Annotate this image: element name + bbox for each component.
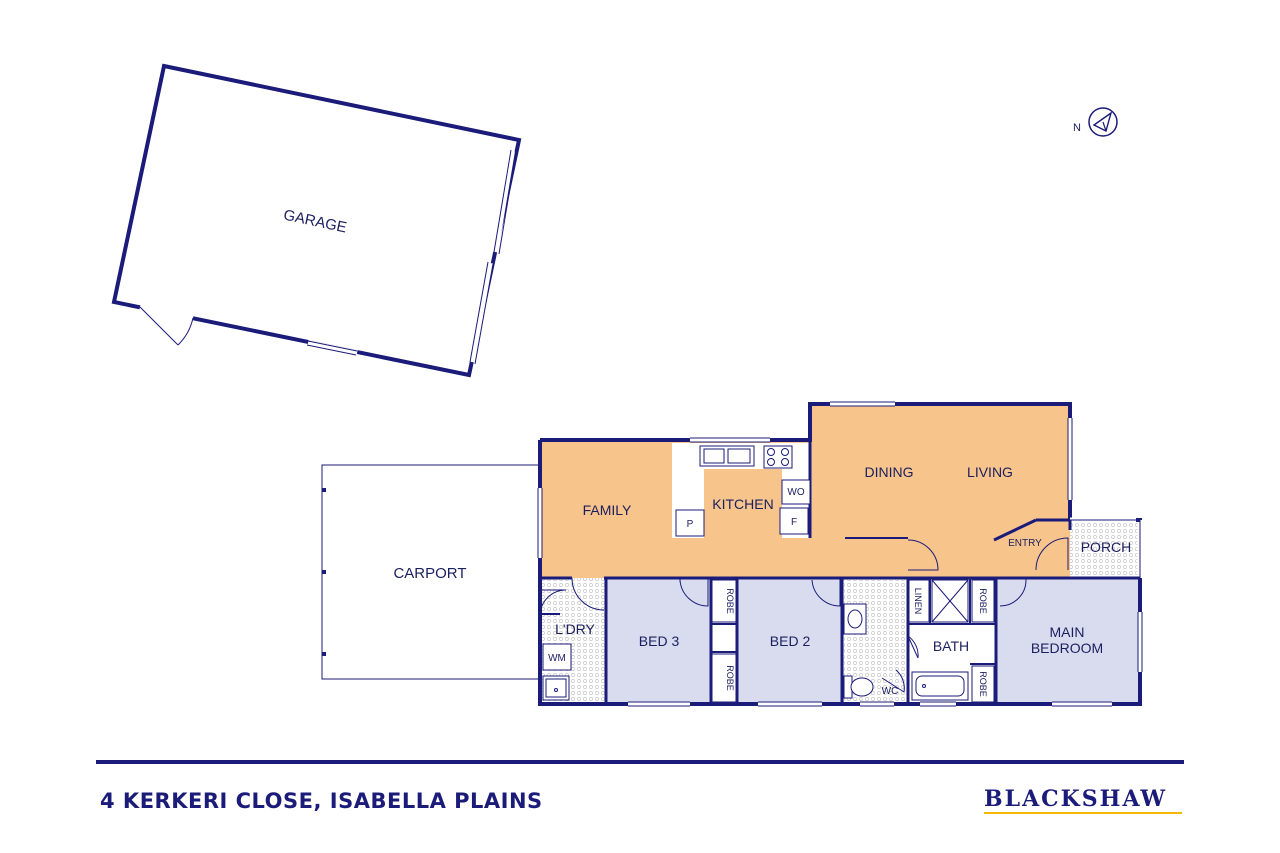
carport-label: CARPORT: [393, 565, 466, 582]
dining-label: DINING: [865, 464, 914, 480]
bed2-label: BED 2: [770, 633, 811, 649]
pantry-label: P: [687, 519, 694, 530]
bed2-fill: [737, 578, 842, 704]
robe-bed3-icon: [711, 579, 737, 623]
robe-bed3-label: ROBE: [725, 588, 735, 614]
entry-label: ENTRY: [1008, 538, 1042, 549]
compass-north-label: N: [1073, 122, 1081, 134]
north-compass: N: [1073, 107, 1118, 137]
door-swings: [539, 518, 1070, 693]
wall-oven-label: WO: [787, 487, 804, 498]
robe-main-lower-icon: [971, 665, 995, 703]
robe-main-upper-icon: [971, 579, 995, 623]
robe-bed2-label: ROBE: [725, 665, 735, 691]
bath-label: BATH: [933, 638, 969, 654]
house-walls: [537, 401, 1143, 707]
fridge-icon: [779, 507, 809, 535]
wc-label: WC: [882, 686, 899, 697]
main-bedroom-fill: [996, 578, 1140, 704]
main-bedroom-label-line2: BEDROOM: [1031, 640, 1103, 656]
kitchen-label: KITCHEN: [712, 496, 773, 512]
porch-fill: [1070, 520, 1140, 578]
linen-label: LINEN: [913, 588, 923, 615]
porch-label: PORCH: [1081, 539, 1132, 555]
robe-main-lower-label: ROBE: [978, 671, 988, 697]
main-bedroom-label-line1: MAIN: [1050, 624, 1085, 640]
laundry-label: L'DRY: [555, 621, 595, 637]
carport: CARPORT: [321, 464, 541, 680]
bed3-label: BED 3: [639, 633, 680, 649]
fridge-label: F: [791, 517, 797, 528]
brand-underline: [984, 812, 1182, 814]
robe-main-upper-label: ROBE: [978, 588, 988, 614]
robe-bed2-icon: [711, 653, 737, 703]
bed3-fill: [606, 578, 711, 704]
linen-cupboard-icon: [908, 579, 930, 623]
property-address: 4 KERKERI CLOSE, ISABELLA PLAINS: [100, 789, 543, 813]
wall-oven-icon: [781, 479, 811, 505]
room-labels: FAMILY KITCHEN DINING LIVING ENTRY PORCH…: [548, 464, 1131, 697]
living-label: LIVING: [967, 464, 1013, 480]
footer-divider: [96, 760, 1184, 764]
garage: GARAGE: [111, 63, 522, 378]
pantry-icon: [675, 509, 705, 537]
washing-machine-icon: [542, 643, 572, 671]
washing-machine-label: WM: [548, 653, 566, 664]
fixtures: [542, 445, 995, 703]
family-label: FAMILY: [583, 502, 632, 518]
brand-logo: BLACKSHAW: [984, 786, 1168, 812]
